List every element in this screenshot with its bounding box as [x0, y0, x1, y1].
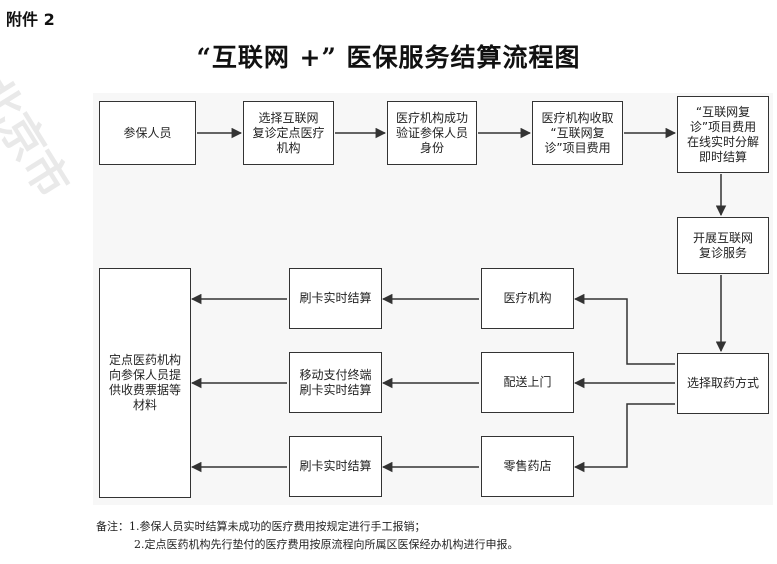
attachment-label: 附件 2	[6, 10, 55, 29]
node-retail-pharmacy: 零售药店	[481, 436, 574, 497]
node-card-settle-1: 刷卡实时结算	[289, 268, 382, 329]
arrow-pickup-to-pharmacy	[573, 403, 675, 473]
node-card-settle-3: 刷卡实时结算	[289, 436, 382, 497]
footnote-2: 2.定点医药机构先行垫付的医疗费用按原流程向所属区医保经办机构进行申报。	[134, 538, 519, 551]
node-invoice: 定点医药机构 向参保人员提 供收费票据等 材料	[99, 268, 191, 498]
node-insured: 参保人员	[99, 101, 196, 165]
node-verify-identity: 医疗机构成功 验证参保人员 身份	[387, 101, 477, 165]
node-mobile-terminal-settle: 移动支付终端 刷卡实时结算	[289, 352, 382, 413]
footnotes: 备注：1.参保人员实时结算未成功的医疗费用按规定进行手工报销； 2.定点医药机构…	[96, 518, 519, 554]
footnote-1: 备注：1.参保人员实时结算未成功的医疗费用按规定进行手工报销；	[96, 520, 426, 533]
node-collect-fees: 医疗机构收取 “互联网复 诊”项目费用	[532, 101, 623, 165]
node-online-settlement: “互联网复 诊”项目费用 在线实时分解 即时结算	[677, 96, 769, 173]
arrow-pickup-to-institution	[573, 293, 675, 365]
node-followup-service: 开展互联网 复诊服务	[677, 217, 769, 274]
node-delivery: 配送上门	[481, 352, 574, 413]
node-choose-pickup: 选择取药方式	[677, 353, 769, 414]
page-title: “互联网 +” 医保服务结算流程图	[196, 43, 581, 72]
node-select-institution: 选择互联网 复诊定点医疗 机构	[243, 101, 334, 165]
node-medical-institution: 医疗机构	[481, 268, 574, 329]
